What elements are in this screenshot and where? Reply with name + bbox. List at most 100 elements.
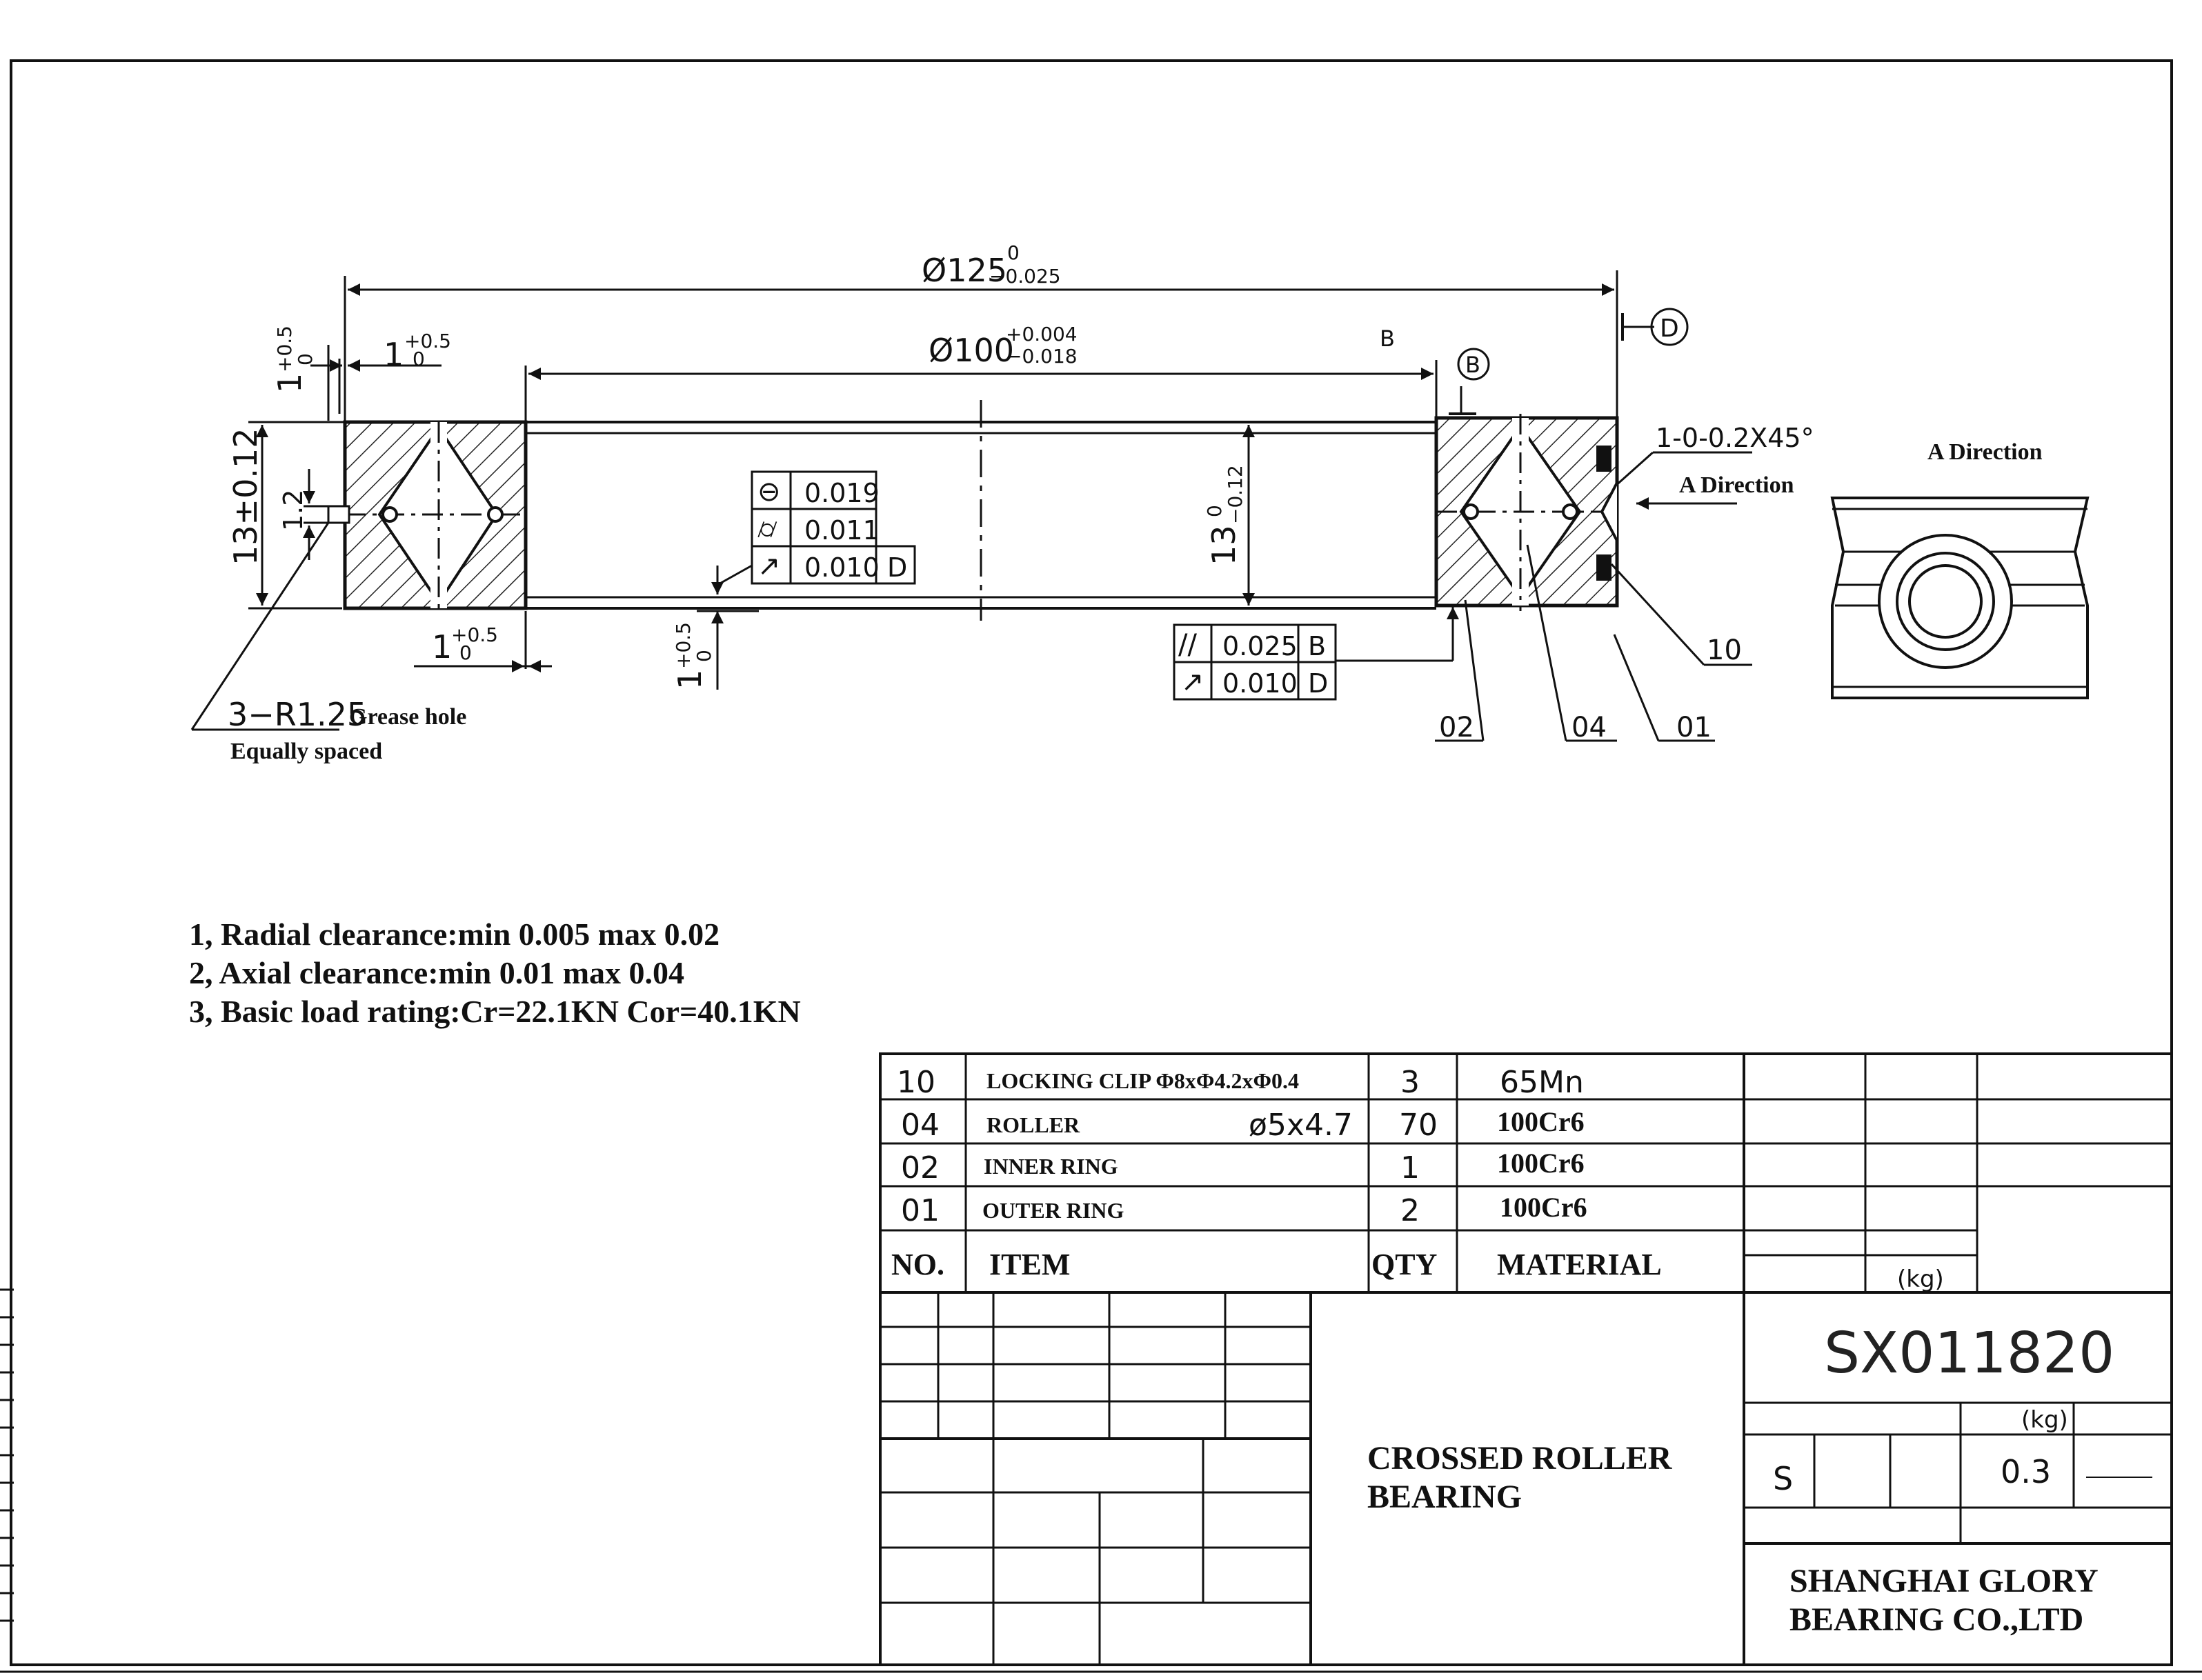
part-number: SX011820 <box>1824 1321 2114 1386</box>
inner-tol-upper: +0.004 <box>1006 323 1078 346</box>
note-axial-clearance: 2, Axial clearance:min 0.01 max 0.04 <box>189 955 684 990</box>
callout-04: 04 <box>1571 712 1607 743</box>
dimension-lines <box>248 270 1654 690</box>
datum-b-circle <box>1458 349 1489 379</box>
bom-row-4-no: 01 <box>901 1193 940 1228</box>
datum-d-letter: D <box>1660 314 1679 343</box>
bom-row-1-item: LOCKING CLIP Φ8xΦ4.2xΦ0.4 <box>986 1068 1299 1093</box>
bom-row-1-qty: 3 <box>1400 1065 1420 1100</box>
bom-row-4-item: OUTER RING <box>982 1198 1124 1223</box>
part-callout-labels: 10 02 04 01 A Direction <box>1439 472 1794 743</box>
a-direction-view <box>1832 498 2087 698</box>
left-ring-section <box>328 422 526 608</box>
offset-mid-tol-upper: +0.5 <box>672 622 695 669</box>
offset-bottom-value: 1 <box>432 628 452 666</box>
bearing-section-view <box>328 400 1617 621</box>
callout-01: 01 <box>1676 712 1712 743</box>
part-callouts <box>1435 497 1752 741</box>
outer-tol-lower: −0.025 <box>989 265 1061 288</box>
bom-row-3-qty: 1 <box>1400 1150 1420 1186</box>
offset-top-tol-lower: 0 <box>413 348 425 370</box>
bom-row-2-qty: 70 <box>1399 1108 1438 1143</box>
bom-row-1-no: 10 <box>897 1065 935 1100</box>
tolerance-frame-right <box>1174 607 1459 699</box>
tol-right-value-2: 0.010 <box>1222 668 1298 699</box>
inner-tol-lower: −0.018 <box>1006 345 1078 368</box>
grease-hole-text: Grease hole <box>349 704 466 730</box>
height-label: 13±0.12 <box>227 428 264 566</box>
scale-value: S <box>1773 1460 1793 1497</box>
company-name-line1: SHANGHAI GLORY <box>1789 1563 2099 1599</box>
callout-02: 02 <box>1439 712 1474 743</box>
technical-notes: 1, Radial clearance:min 0.005 max 0.02 2… <box>189 917 801 1029</box>
bom-header-item: ITEM <box>989 1248 1070 1281</box>
tol-left-value-1: 0.019 <box>804 478 880 508</box>
bom-row-4-material: 100Cr6 <box>1500 1192 1587 1223</box>
callout-10: 10 <box>1707 634 1742 666</box>
datum-b-label: B <box>1380 326 1395 352</box>
weight-value: 0.3 <box>2001 1453 2051 1490</box>
offset-bottom-tol-upper: +0.5 <box>451 623 498 646</box>
offset-side-tol-lower: 0 <box>294 353 317 366</box>
bom-header-qty: QTY <box>1371 1248 1437 1281</box>
offset-top-tol-upper: +0.5 <box>404 330 451 352</box>
a-direction-arrow-label: A Direction <box>1679 472 1794 498</box>
offset-bottom-tol-lower: 0 <box>459 641 472 664</box>
bom-row-2-item: ROLLER <box>986 1112 1080 1137</box>
dimension-text: Ø125 0 −0.025 Ø100 +0.004 −0.018 B B D 1… <box>227 241 1814 690</box>
right-ring-section <box>1436 414 1617 611</box>
height-inner-tol-upper: 0 <box>1203 505 1226 517</box>
bom-row-2-no: 04 <box>901 1108 940 1143</box>
tolerance-frame-left-text: ⊖ 0.019 ⌭ 0.011 ↗ 0.010 D <box>757 476 907 583</box>
groove-label: 1.2 <box>278 490 308 531</box>
offset-side-tol-upper: +0.5 <box>273 326 296 372</box>
datum-d-circle <box>1652 309 1687 345</box>
grease-hole-callout: 3−R1.25 Grease hole Equally spaced <box>192 523 466 764</box>
tolerance-frame-right-text: // 0.025 B ↗ 0.010 D <box>1178 629 1328 699</box>
bom-rows: 10 LOCKING CLIP Φ8xΦ4.2xΦ0.4 3 65Mn 04 R… <box>891 1065 1662 1281</box>
tol-right-symbol-1: // <box>1178 629 1197 661</box>
bom-row-3-material: 100Cr6 <box>1497 1148 1585 1179</box>
tol-right-datum-1: B <box>1308 631 1326 661</box>
a-direction-view-label: A Direction <box>1927 439 2043 465</box>
tol-left-symbol-1: ⊖ <box>757 476 781 508</box>
bom-row-3-item: INNER RING <box>984 1154 1118 1179</box>
offset-side-value: 1 <box>271 373 308 393</box>
height-inner-tol-lower: −0.12 <box>1224 465 1247 524</box>
bom-header-material: MATERIAL <box>1497 1248 1662 1281</box>
equally-spaced-text: Equally spaced <box>230 739 382 764</box>
bom-row-1-material: 65Mn <box>1500 1065 1584 1100</box>
unit-weight: (kg) <box>2021 1406 2068 1434</box>
offset-mid-tol-lower: 0 <box>693 650 715 662</box>
unit-top: (kg) <box>1897 1266 1944 1293</box>
offset-top-value: 1 <box>384 336 404 373</box>
drawing-border <box>0 61 2202 1672</box>
tol-right-symbol-2: ↗ <box>1181 666 1204 698</box>
tol-right-datum-2: D <box>1308 668 1328 699</box>
bom-row-3-no: 02 <box>901 1150 940 1186</box>
grease-hole-size: 3−R1.25 <box>228 696 367 733</box>
tolerance-frame-left <box>717 472 915 585</box>
product-name-line2: BEARING <box>1367 1479 1522 1515</box>
bom-header-no: NO. <box>891 1248 944 1281</box>
bom-row-4-qty: 2 <box>1400 1193 1420 1228</box>
tol-left-datum-3: D <box>887 552 907 583</box>
bom-row-2-material: 100Cr6 <box>1497 1106 1585 1137</box>
datum-b-letter: B <box>1465 352 1480 378</box>
company-name-line2: BEARING CO.,LTD <box>1789 1601 2083 1638</box>
outer-tol-upper: 0 <box>1007 241 1020 264</box>
tol-right-value-1: 0.025 <box>1222 631 1298 661</box>
tol-left-symbol-3: ↗ <box>757 550 781 582</box>
tol-left-value-3: 0.010 <box>804 552 880 583</box>
height-inner-label: 13 <box>1205 525 1242 566</box>
bom-row-2-spec: ø5x4.7 <box>1249 1108 1353 1143</box>
note-load-rating: 3, Basic load rating:Cr=22.1KN Cor=40.1K… <box>189 994 801 1029</box>
chamfer-label: 1-0-0.2X45° <box>1656 423 1814 453</box>
tol-left-symbol-2: ⌭ <box>757 513 777 545</box>
outer-diameter-label: Ø125 <box>922 252 1007 289</box>
tol-left-value-2: 0.011 <box>804 515 880 546</box>
note-radial-clearance: 1, Radial clearance:min 0.005 max 0.02 <box>189 917 720 952</box>
bom-table <box>880 1054 2172 1665</box>
inner-diameter-label: Ø100 <box>929 332 1014 369</box>
